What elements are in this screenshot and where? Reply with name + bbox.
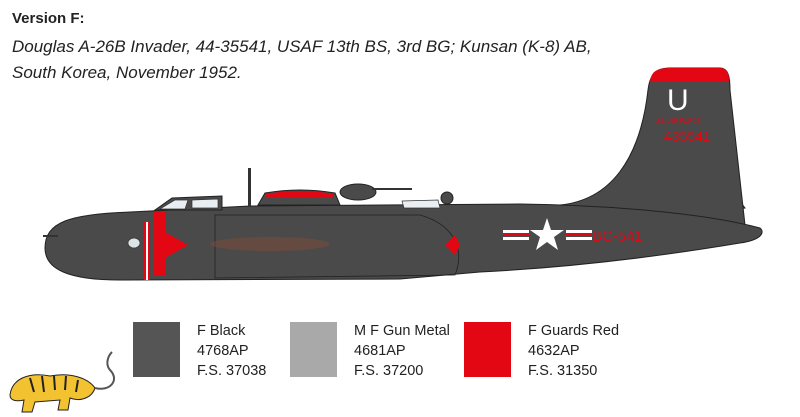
insignia-stripe-left: [503, 234, 529, 236]
tail-fin: [558, 67, 746, 226]
rear-window: [401, 199, 441, 209]
color-label-guards-red: F Guards Red 4632AP F.S. 31350: [528, 321, 619, 381]
star-insignia-icon: [530, 218, 564, 250]
dorsal-turret: [339, 183, 377, 201]
exhaust-stain: [210, 237, 330, 251]
nose-light: [127, 237, 141, 249]
color-name: F Guards Red: [528, 323, 620, 339]
nose-guns: [43, 235, 58, 237]
insignia-stripe-right: [566, 234, 592, 236]
insignia-bar-right: [566, 230, 592, 233]
swatch-guards-red: [464, 322, 511, 377]
color-code: 4768AP: [197, 343, 249, 359]
description-line-2: South Korea, November 1952.: [12, 63, 242, 82]
fuselage: [44, 203, 763, 281]
tail-usaf-text: U.S. AIR FORCE: [655, 119, 701, 125]
swatch-gun-metal: [290, 322, 337, 377]
canopy-glass: [158, 198, 219, 210]
color-label-gun-metal: M F Gun Metal 4681AP F.S. 37200: [354, 321, 450, 381]
fuselage-code: BC-541: [592, 228, 643, 245]
version-title: Version F:: [12, 10, 85, 27]
turret-guns: [372, 188, 412, 190]
tail-serial: 435541: [664, 128, 711, 144]
tiger-logo: [9, 351, 115, 413]
antenna: [248, 168, 251, 206]
color-label-f-black: F Black 4768AP F.S. 37038: [197, 321, 266, 381]
red-turret-band: [265, 191, 334, 198]
spinner-marking: [445, 235, 460, 255]
version-description: Douglas A-26B Invader, 44-35541, USAF 13…: [12, 34, 592, 86]
color-code: 4632AP: [528, 343, 580, 359]
insignia-bar-left: [503, 230, 529, 233]
description-line-1: Douglas A-26B Invader, 44-35541, USAF 13…: [12, 37, 592, 56]
color-code: 4681AP: [354, 343, 406, 359]
nose-red-panel: [153, 212, 188, 276]
nose-stripe-white: [146, 222, 148, 280]
color-fs: F.S. 37200: [354, 363, 424, 379]
sight-dome: [440, 191, 454, 205]
tail-letter: U: [667, 84, 689, 117]
color-fs: F.S. 31350: [528, 363, 598, 379]
color-name: F Black: [197, 323, 246, 339]
fin-cap: [650, 68, 729, 82]
color-name: M F Gun Metal: [354, 323, 450, 339]
color-fs: F.S. 37038: [197, 363, 267, 379]
insignia-bar-left-2: [503, 237, 529, 240]
insignia-bar-right-2: [566, 237, 592, 240]
swatch-f-black: [133, 322, 180, 377]
